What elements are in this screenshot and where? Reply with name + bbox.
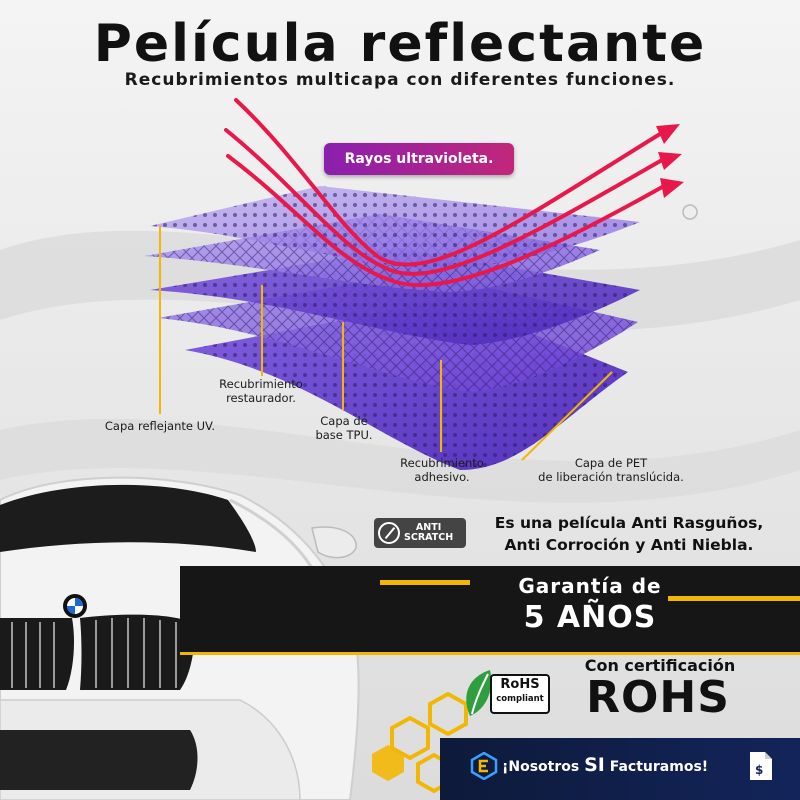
footer-invoice-text: ¡Nosotros SI Facturamos! [502, 754, 708, 776]
label-tpu: Capa de base TPU. [306, 414, 382, 442]
accent-stripe [668, 596, 800, 601]
warranty-band [180, 566, 800, 652]
accent-stripe [380, 580, 470, 585]
label-reflejante: Capa reflejante UV. [104, 419, 216, 433]
certification-label: Con certificación [584, 656, 736, 675]
rohs-logo-sub: compliant [496, 694, 544, 704]
label-line: Recubrimiento [400, 456, 484, 470]
anti-scratch-icon [378, 522, 400, 544]
accent-stripe [180, 652, 800, 655]
warranty-label: Garantía de [518, 574, 662, 598]
anti-scratch-line: ANTI [415, 522, 442, 533]
warranty-years: 5 AÑOS [523, 600, 657, 635]
arrow-heads [656, 124, 684, 198]
anti-scratch-badge: ANTI SCRATCH [374, 518, 466, 548]
label-restaurador: Recubrimiento restaurador. [206, 377, 316, 405]
feature-description: Es una película Anti Rasguños, Anti Corr… [474, 512, 784, 556]
brand-logo-icon [63, 594, 87, 618]
uv-ray-arrows [224, 98, 666, 288]
label-line: de liberación translúcida. [538, 470, 684, 484]
svg-text:$: $ [755, 763, 763, 777]
label-line: Capa de [320, 414, 368, 428]
anti-scratch-line: SCRATCH [404, 532, 454, 543]
feature-line: Es una película Anti Rasguños, [494, 514, 764, 532]
leader-lines [159, 226, 613, 461]
label-line: Capa de PET [574, 456, 648, 470]
rohs-compliant-box: RoHS compliant [490, 674, 550, 714]
rohs-logo: RoHS compliant [460, 664, 552, 724]
page-subtitle: Recubrimientos multicapa con diferentes … [124, 70, 676, 90]
label-adhesivo: Recubrimiento adhesivo. [386, 456, 498, 484]
label-line: restaurador. [226, 391, 296, 405]
invoice-icon: $ [750, 752, 772, 780]
label-line: base TPU. [315, 428, 373, 442]
anti-scratch-text: ANTI SCRATCH [404, 523, 453, 543]
footer-text-post: Facturamos! [604, 759, 709, 775]
certification-name: ROHS [586, 672, 730, 723]
footer-text-si: SI [584, 754, 605, 776]
footer-band [440, 738, 800, 800]
rohs-logo-title: RoHS [500, 677, 540, 692]
feature-line: Anti Corroción y Anti Niebla. [504, 536, 754, 554]
footer-text-pre: ¡Nosotros [502, 759, 585, 775]
page-title: Película reflectante [93, 14, 707, 74]
company-logo-icon [470, 752, 498, 780]
uv-rays-badge: Rayos ultravioleta. [324, 143, 514, 175]
film-layer-uv [150, 186, 640, 270]
label-line: Recubrimiento [219, 377, 303, 391]
leaf-icon [466, 670, 492, 716]
label-pet: Capa de PET de liberación translúcida. [520, 456, 702, 484]
label-line: adhesivo. [414, 470, 470, 484]
